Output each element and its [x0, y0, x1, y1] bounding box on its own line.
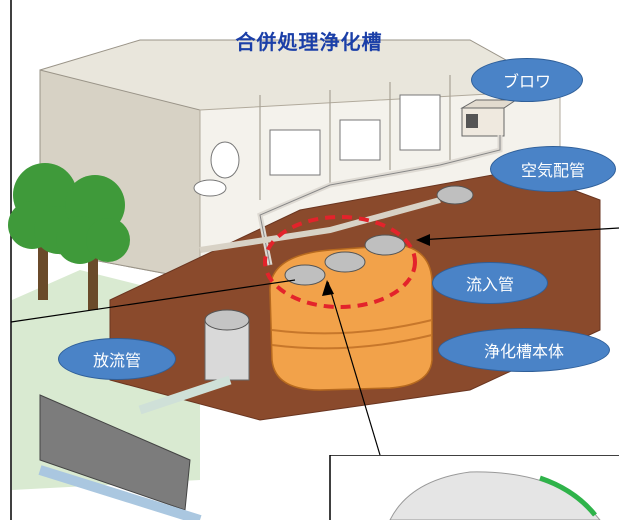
- blower-unit: [460, 99, 518, 137]
- diagram-title: 合併処理浄化槽: [235, 30, 383, 54]
- inflow-pipe-label: 流入管: [432, 262, 548, 304]
- blower-label: ブロワ: [471, 58, 583, 102]
- discharge-manhole: [204, 309, 250, 381]
- drain-channel: [39, 394, 191, 511]
- inflow-pipe-line: [199, 197, 441, 253]
- leader-right: [417, 227, 619, 241]
- discharge-pipe-label: 放流管: [58, 338, 176, 380]
- discharge-pipe-line: [138, 375, 232, 415]
- leader-down: [327, 281, 381, 456]
- leader-left: [10, 279, 296, 323]
- trees: [8, 163, 130, 310]
- air-pipe-label: 空気配管: [490, 146, 616, 192]
- inset-detail: [389, 471, 601, 520]
- highlight-ellipse: [263, 215, 417, 309]
- tank-body-label: 浄化槽本体: [438, 328, 610, 372]
